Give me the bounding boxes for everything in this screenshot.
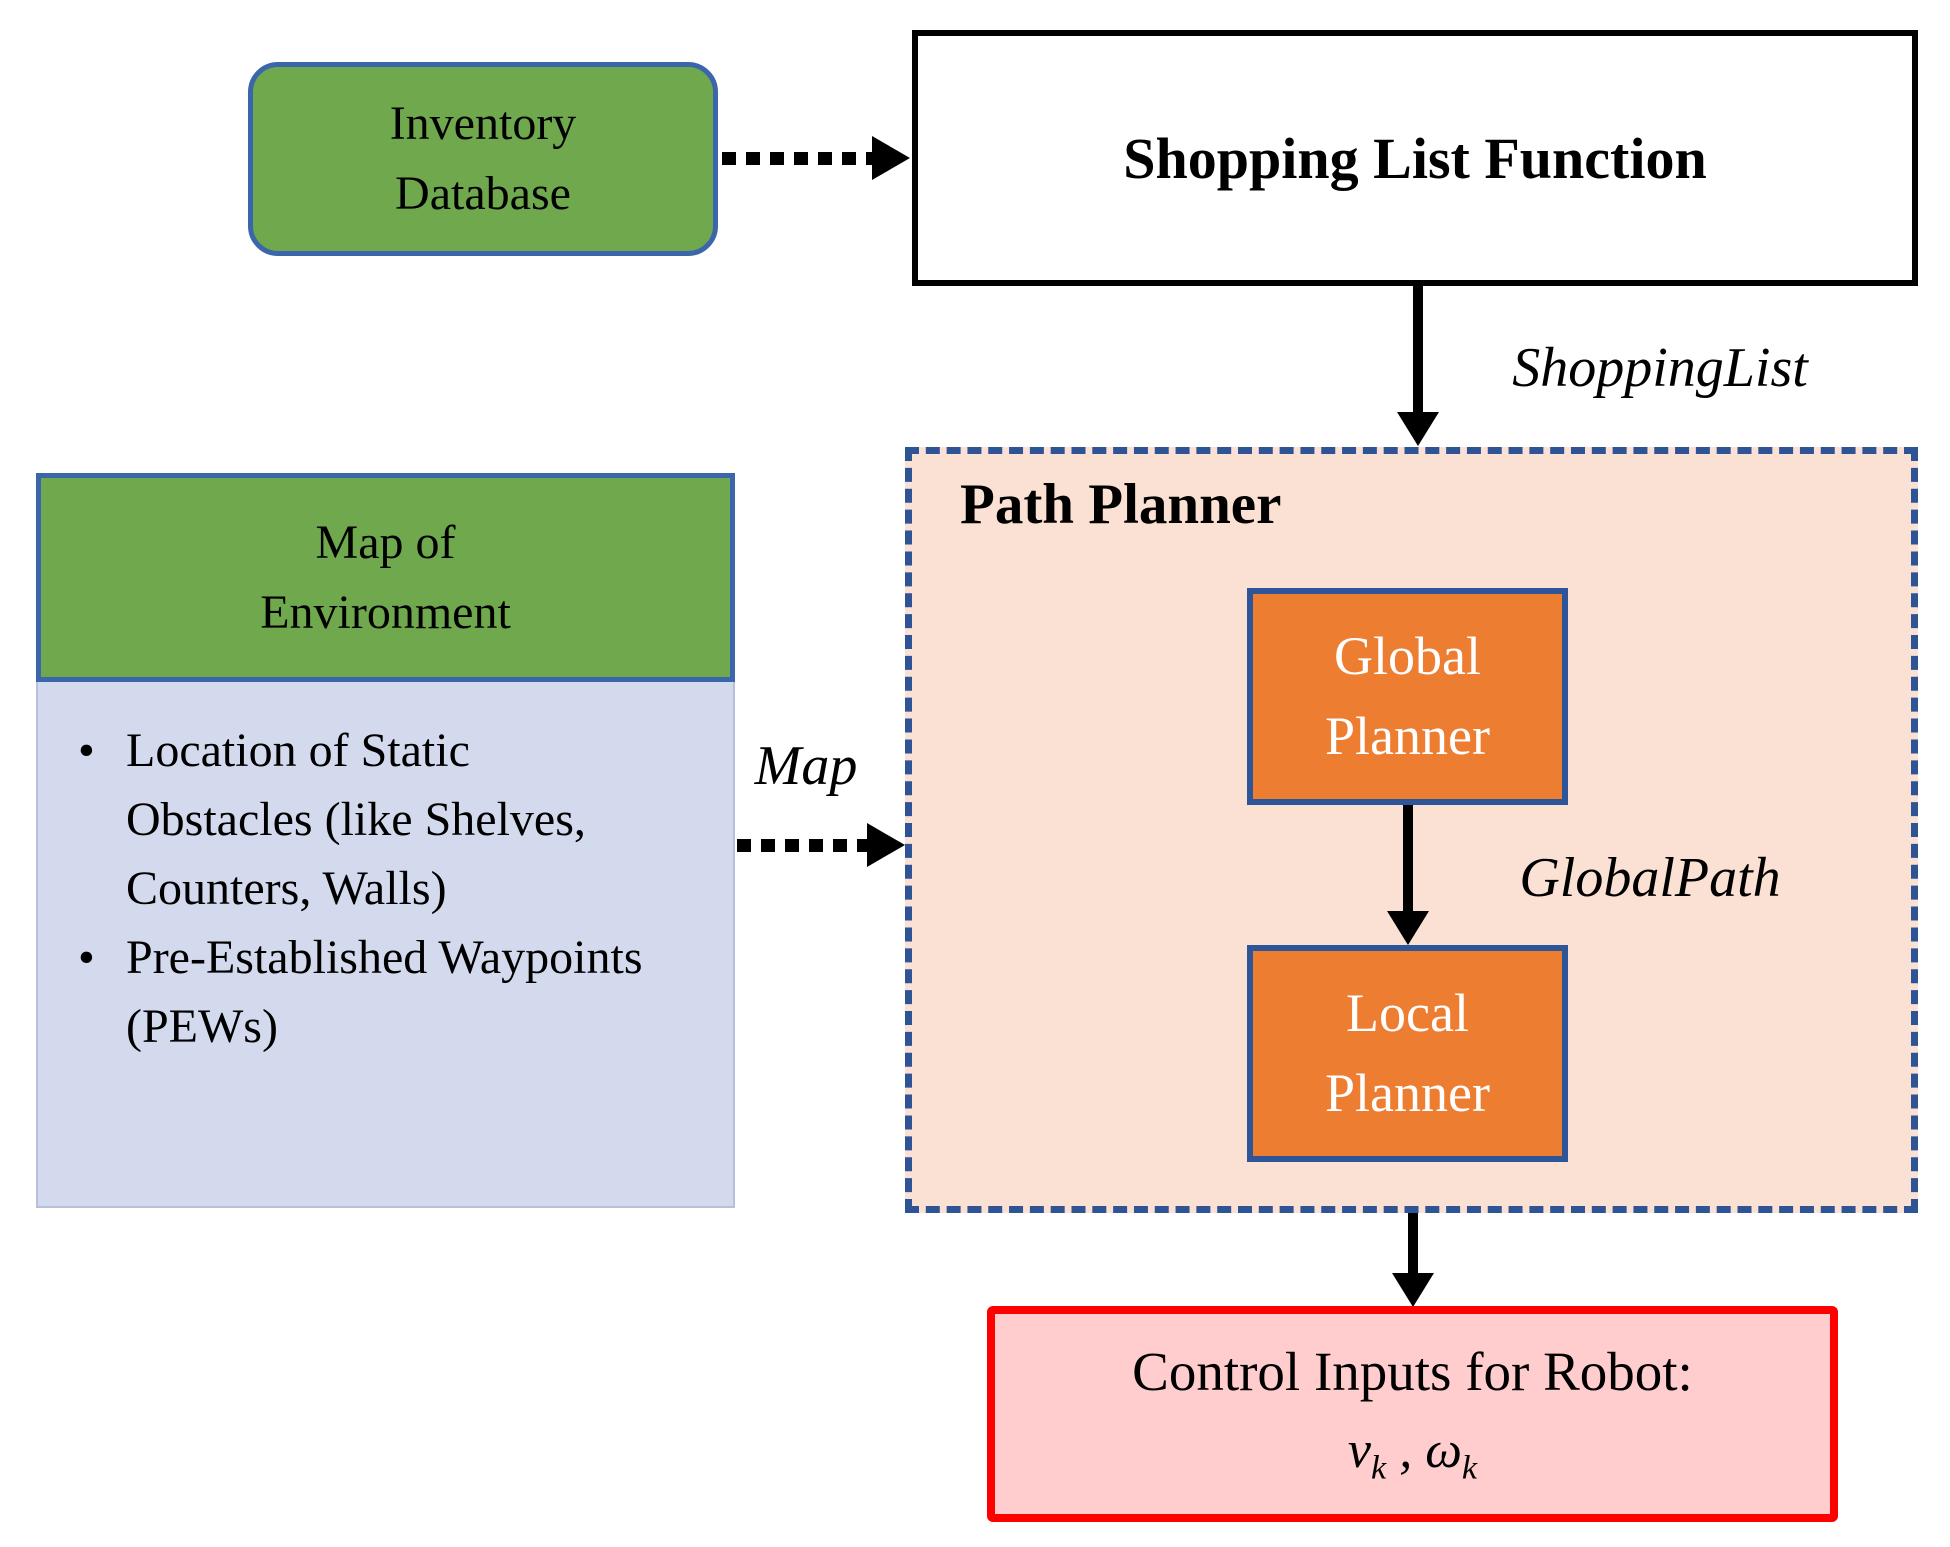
control-inputs-box: Control Inputs for Robot: vk , ωk: [987, 1306, 1838, 1522]
arrowhead-down-icon: [1387, 911, 1429, 945]
control-inputs-label: Control Inputs for Robot:: [1132, 1340, 1693, 1402]
local-planner-label: Local Planner: [1325, 982, 1490, 1123]
arrowhead-right-icon: [872, 136, 910, 180]
bullet-icon: •: [78, 931, 95, 985]
map-of-environment-box: Map of Environment • Location of Static …: [36, 473, 735, 1208]
math-var-omega: ω: [1425, 1421, 1462, 1479]
arrowhead-down-icon: [1397, 412, 1439, 446]
connector-globalpath-shaft: [1403, 805, 1413, 913]
connector-planner-to-control-shaft: [1408, 1213, 1418, 1275]
local-planner-box: Local Planner: [1247, 945, 1568, 1162]
edge-label-map: Map: [754, 735, 858, 797]
math-sub-k: k: [1461, 1448, 1478, 1487]
edge-label-shoppinglist: ShoppingList: [1512, 337, 1808, 399]
shopping-list-function-box: Shopping List Function: [912, 30, 1918, 286]
shopping-list-function-label: Shopping List Function: [1123, 125, 1707, 191]
arrowhead-right-icon: [867, 823, 905, 867]
dotted-connector-map-to-planner: [737, 839, 867, 852]
list-item: • Location of Static Obstacles (like She…: [78, 716, 643, 923]
math-sub-k: k: [1370, 1448, 1387, 1487]
bullet-text: Location of Static Obstacles (like Shelv…: [126, 724, 586, 916]
map-of-environment-body: • Location of Static Obstacles (like She…: [36, 682, 735, 1208]
arrowhead-down-icon: [1392, 1273, 1434, 1307]
dotted-connector-inventory-to-shopping: [722, 152, 872, 165]
map-of-environment-header: Map of Environment: [36, 473, 735, 682]
global-planner-label: Global Planner: [1325, 625, 1490, 766]
math-separator: ,: [1386, 1421, 1426, 1479]
edge-label-globalpath: GlobalPath: [1519, 847, 1781, 909]
path-planner-title: Path Planner: [960, 473, 1282, 536]
inventory-database-label: Inventory Database: [389, 97, 577, 220]
bullet-text: Pre-Established Waypoints (PEWs): [126, 931, 643, 1054]
map-of-environment-title: Map of Environment: [260, 515, 511, 639]
control-inputs-math: vk , ωk: [1347, 1421, 1478, 1487]
connector-shoppinglist-shaft: [1413, 286, 1423, 414]
bullet-icon: •: [78, 724, 95, 777]
list-item: • Pre-Established Waypoints (PEWs): [78, 923, 643, 1061]
inventory-database-box: Inventory Database: [248, 62, 718, 256]
global-planner-box: Global Planner: [1247, 588, 1568, 805]
math-var-v: v: [1347, 1421, 1371, 1479]
